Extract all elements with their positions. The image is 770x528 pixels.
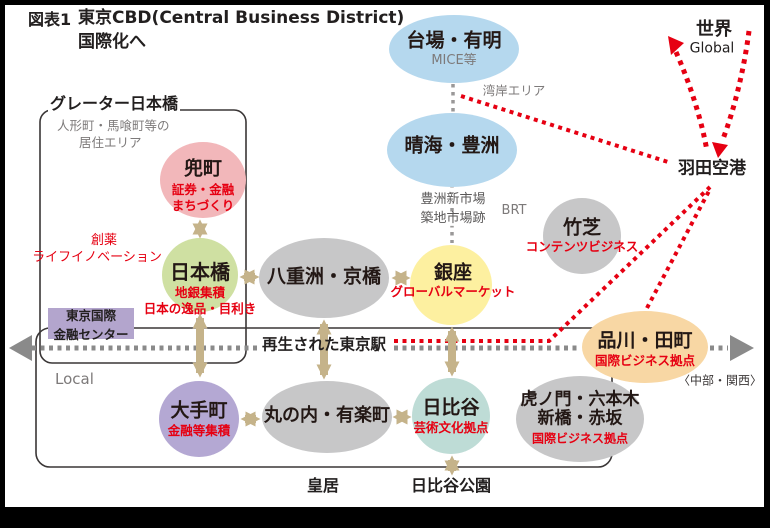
node-label2-toranomon: 新橋・赤坂 xyxy=(537,408,623,429)
node-label-yaesu: 八重洲・京橋 xyxy=(266,265,382,288)
node-ellipse-yaesu xyxy=(259,238,389,318)
node-ellipse-ginza xyxy=(410,245,492,325)
node-ellipse-takeshiba xyxy=(543,198,621,274)
node-sub-ginza: グローバルマーケット xyxy=(390,284,516,300)
node-sub2-nihonbashi: 日本の逸品・目利き xyxy=(143,301,257,317)
node-label1-toranomon: 虎ノ門・六本木 xyxy=(520,389,640,410)
greater-nihonbashi-title: グレーター日本橋 xyxy=(48,94,181,114)
world-arrowhead-icon xyxy=(668,36,684,55)
world-label: 世界 xyxy=(696,19,732,41)
page-bottom-bar xyxy=(0,507,770,528)
node-sub-shinagawa: 国際ビジネス拠点 xyxy=(594,353,696,369)
node-ellipse-kabutocho xyxy=(160,142,246,218)
node-sub-otemachi: 金融等集積 xyxy=(167,423,231,439)
node-label-hibiya: 日比谷 xyxy=(422,396,480,419)
node-label-takeshiba: 竹芝 xyxy=(562,216,602,239)
chubu-kansai-label: 〈中部・関西〉 xyxy=(677,373,763,388)
node-label-marunouchi: 丸の内・有楽町 xyxy=(264,405,390,427)
figure-title-line1: 東京CBD(Central Business District) xyxy=(78,8,405,28)
finance-center-box: 東京国際 金融センター xyxy=(48,307,134,342)
haneda-label: 羽田空港 xyxy=(678,158,746,179)
residential-note-line1: 人形町・馬喰町等の xyxy=(57,118,170,133)
finance-center-line1: 東京国際 xyxy=(65,307,116,323)
toyosu-market-label: 豊洲新市場 xyxy=(418,191,488,208)
node-label-harumi: 晴海・豊洲 xyxy=(404,134,500,157)
wangan-area-label: 湾岸エリア xyxy=(482,83,546,99)
axis-left-arrowhead-icon xyxy=(9,335,32,361)
node-ellipse-nihonbashi xyxy=(162,238,238,312)
node-label-nihonbashi: 日本橋 xyxy=(170,260,230,284)
red-route-haneda-world-out xyxy=(673,50,710,152)
node-sub-odaiba: MICE等 xyxy=(431,52,477,68)
node-sub-takeshiba: コンテンツビジネス xyxy=(525,239,639,255)
red-route-world-haneda-in xyxy=(720,30,752,140)
souyaku-label: 創薬 xyxy=(90,232,118,248)
page-border-left xyxy=(0,0,5,528)
node-ellipse-marunouchi xyxy=(262,381,392,453)
node-ellipse-hibiya xyxy=(412,378,490,454)
koukyo-label: 皇居 xyxy=(306,476,340,496)
node-sub-hibiya: 芸術文化拠点 xyxy=(413,420,489,436)
node-ellipse-toranomon xyxy=(516,376,644,462)
node-label-otemachi: 大手町 xyxy=(170,399,228,422)
page-border-top xyxy=(0,0,770,5)
node-label-kabutocho: 兜町 xyxy=(183,157,223,180)
node-sub1-kabutocho: 証券・金融 xyxy=(171,182,235,198)
node-label-shinagawa: 品川・田町 xyxy=(597,329,693,352)
brt-label: BRT xyxy=(501,202,527,218)
node-sub-toranomon: 国際ビジネス拠点 xyxy=(531,431,629,446)
node-ellipse-odaiba xyxy=(389,15,519,83)
node-sub1-nihonbashi: 地銀集積 xyxy=(174,285,226,301)
node-sub2-kabutocho: まちづくり xyxy=(171,198,235,214)
red-route-shinagawa-haneda xyxy=(645,190,711,309)
node-ellipse-harumi xyxy=(387,113,517,187)
figure-tag: 図表1 xyxy=(28,10,72,29)
node-ellipse-otemachi xyxy=(159,381,239,457)
tokyo-station-label: 再生された東京駅 xyxy=(261,335,387,354)
node-label-odaiba: 台場・有明 xyxy=(406,29,502,52)
hibiya-park-label: 日比谷公園 xyxy=(410,476,492,496)
axis-right-arrowhead-icon xyxy=(730,335,754,361)
residential-note-line2: 居住エリア xyxy=(79,135,142,150)
page-border-right xyxy=(764,0,770,528)
tsukiji-site-label: 築地市場跡 xyxy=(418,210,488,227)
red-route-wangan-haneda xyxy=(460,94,669,164)
node-ellipse-shinagawa xyxy=(582,311,708,383)
finance-center-line2: 金融センター xyxy=(53,326,129,342)
figure-title-line2: 国際化へ xyxy=(78,32,146,52)
node-label-ginza: 銀座 xyxy=(433,261,473,284)
haneda-arrowhead-icon xyxy=(712,142,728,158)
local-label: Local xyxy=(55,370,94,388)
global-label: Global xyxy=(689,40,735,57)
life-innovation-label: ライフイノベーション xyxy=(32,249,162,265)
